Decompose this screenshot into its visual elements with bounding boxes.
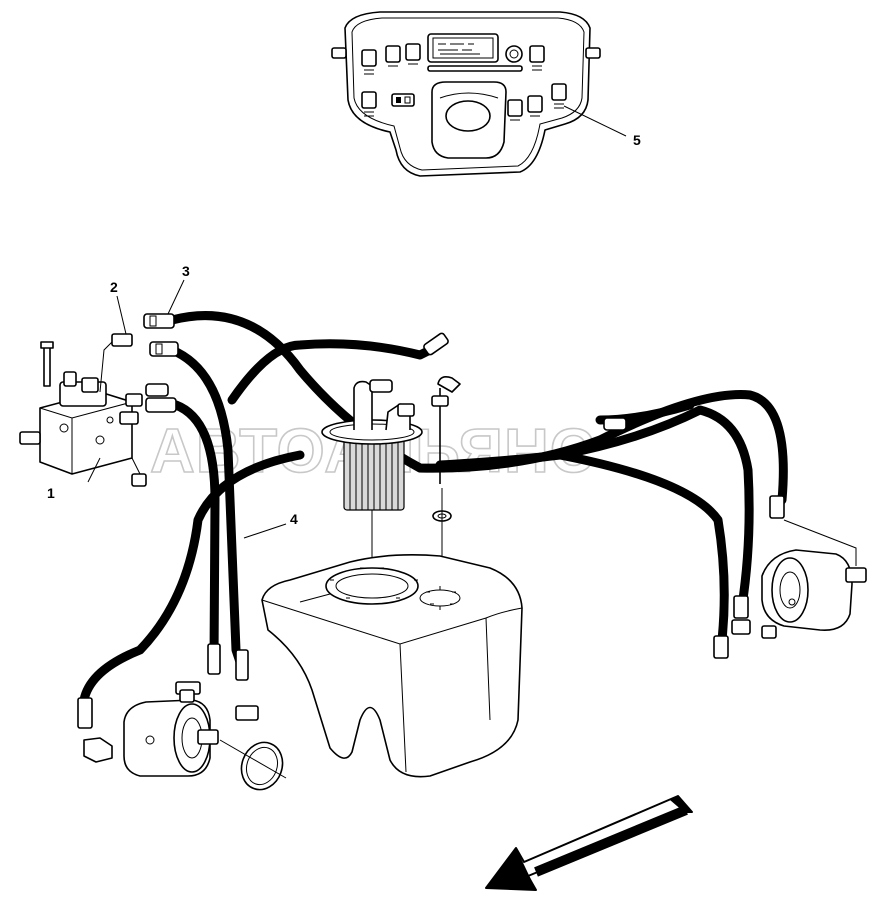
hose-left-outer: [79, 450, 305, 705]
left-pump: [83, 681, 259, 777]
left-switches: [361, 43, 421, 117]
o-ring: [219, 739, 287, 791]
direction-arrow: [485, 795, 693, 891]
hydraulic-tank: [261, 554, 523, 778]
callout-2: 2: [110, 279, 118, 295]
hose-right-lower: [555, 450, 729, 645]
hose-fittings: [77, 313, 785, 729]
tank-strainer: [321, 379, 423, 600]
hose-right-pump: [435, 405, 754, 611]
control-panel: [331, 11, 627, 177]
callout-5: 5: [633, 132, 641, 148]
callout-3: 3: [182, 263, 190, 279]
callout-1: 1: [47, 485, 55, 501]
level-sensor: [431, 376, 461, 598]
hose-left-long: [167, 345, 247, 673]
hose-upper-arc: [227, 339, 435, 405]
round-gauge: [505, 45, 523, 63]
leader-lines: [87, 279, 287, 539]
callout-4: 4: [290, 511, 298, 527]
right-pump: [731, 519, 867, 639]
right-switches: [507, 45, 567, 121]
display-screen: [427, 33, 499, 63]
hoses: [79, 311, 788, 705]
valve-block: [19, 333, 147, 487]
